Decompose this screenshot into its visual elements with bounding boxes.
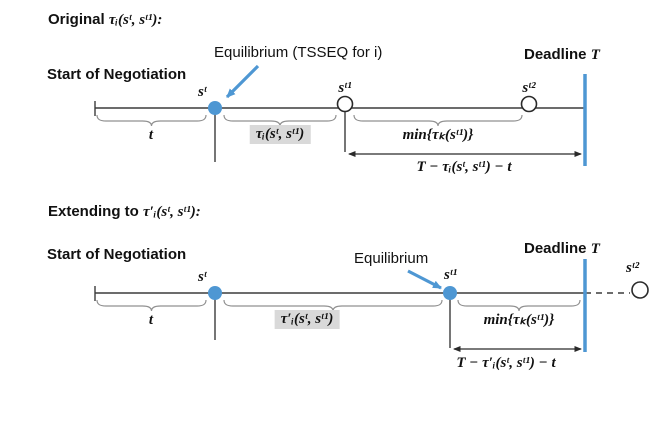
top-start-label: Start of Negotiation bbox=[47, 66, 187, 83]
top-brace-min bbox=[353, 114, 523, 127]
top-seg-t-label: t bbox=[148, 127, 154, 143]
top-point-st2-label: sᵗ² bbox=[522, 80, 536, 96]
top-timeline bbox=[94, 64, 587, 166]
bottom-title-math: τ′ᵢ(sᵗ, sᵗ¹): bbox=[143, 204, 201, 220]
bottom-st2-circle bbox=[631, 281, 649, 299]
top-seg-min-label: min{τₖ(sᵗ¹)} bbox=[402, 127, 474, 143]
bottom-deadline-math: T bbox=[590, 241, 600, 257]
bottom-brace-t bbox=[96, 299, 207, 312]
top-equilibrium-arrow bbox=[225, 64, 260, 99]
bottom-title: Extending to τ′ᵢ(sᵗ, sᵗ¹): bbox=[48, 203, 201, 221]
bottom-seg-min-label: min{τₖ(sᵗ¹)} bbox=[483, 312, 555, 328]
bottom-start-label: Start of Negotiation bbox=[47, 246, 187, 263]
top-title: Original τᵢ(sᵗ, sᵗ¹): bbox=[48, 11, 162, 29]
top-st2-circle bbox=[520, 95, 538, 113]
bottom-brace-min bbox=[457, 299, 581, 312]
bottom-seg-t-label: t bbox=[148, 312, 154, 328]
top-equilibrium-label: Equilibrium (TSSEQ for i) bbox=[214, 44, 383, 61]
top-title-math: τᵢ(sᵗ, sᵗ¹): bbox=[108, 12, 163, 28]
top-deadline-label: Deadline T bbox=[524, 46, 600, 64]
top-title-prefix: Original bbox=[48, 11, 109, 28]
top-st-dot bbox=[208, 101, 222, 115]
bottom-st-dot bbox=[208, 286, 222, 300]
top-seg-tau-label: τᵢ(sᵗ, sᵗ¹) bbox=[249, 125, 311, 145]
bottom-equilibrium-label: Equilibrium bbox=[354, 250, 429, 267]
top-brace-t bbox=[96, 114, 207, 127]
top-point-st-label: sᵗ bbox=[198, 84, 207, 100]
bottom-st1-dot bbox=[443, 286, 457, 300]
bottom-point-st-label: sᵗ bbox=[198, 269, 207, 285]
bottom-remaining-label: T − τ′ᵢ(sᵗ, sᵗ¹) − t bbox=[456, 355, 556, 371]
bottom-point-st1-label: sᵗ¹ bbox=[444, 267, 458, 283]
bottom-seg-tau-label: τ′ᵢ(sᵗ, sᵗ¹) bbox=[274, 310, 340, 330]
bottom-point-st2-label: sᵗ² bbox=[626, 260, 640, 276]
bottom-deadline-label: Deadline T bbox=[524, 240, 600, 258]
bottom-timeline bbox=[94, 259, 649, 352]
bottom-equilibrium-arrow bbox=[407, 269, 442, 290]
top-point-st1-label: sᵗ¹ bbox=[338, 80, 352, 96]
top-remaining-label: T − τᵢ(sᵗ, sᵗ¹) − t bbox=[416, 159, 512, 175]
top-st1-circle bbox=[336, 95, 354, 113]
top-deadline-prefix: Deadline bbox=[524, 46, 591, 63]
bottom-title-prefix: Extending to bbox=[48, 203, 143, 220]
top-deadline-math: T bbox=[590, 47, 600, 63]
bottom-deadline-prefix: Deadline bbox=[524, 240, 591, 257]
